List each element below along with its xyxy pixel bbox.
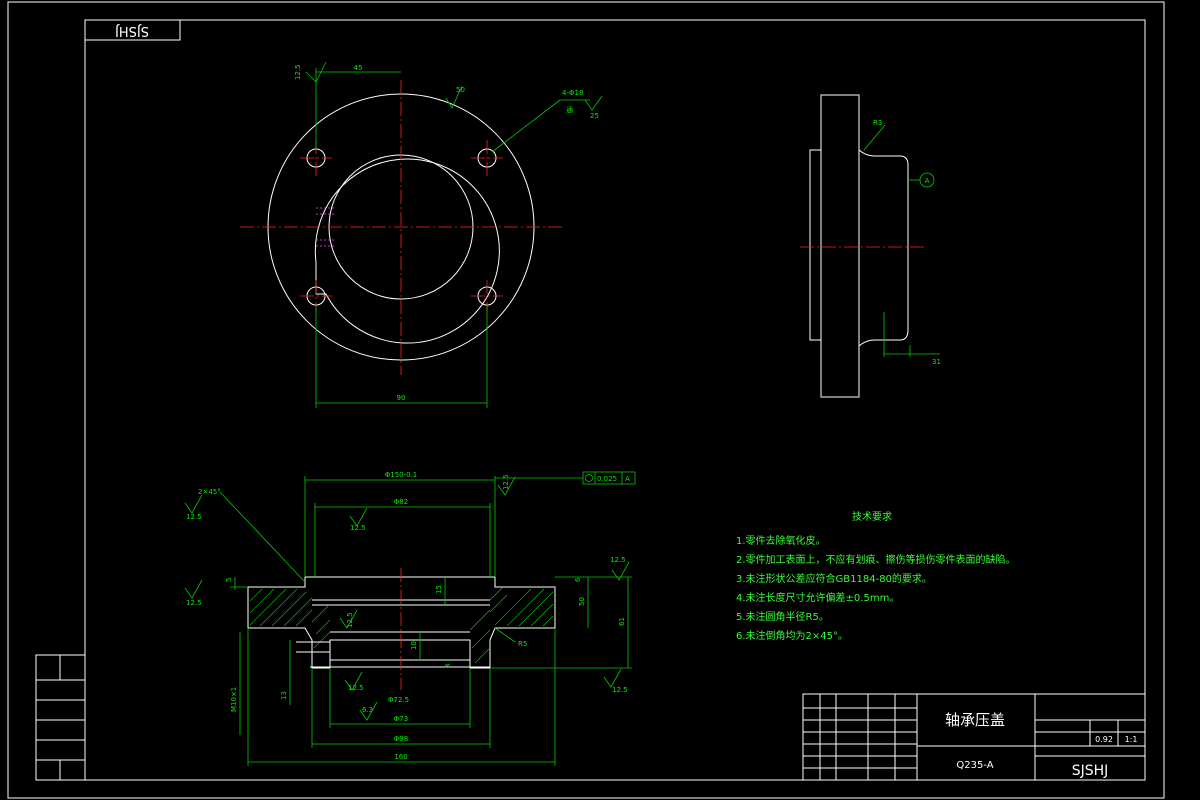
dim-inner-dia: Φ73 [394,715,408,723]
tolerance-value: 0.025 [597,475,617,483]
boss-outline [314,158,500,344]
side-spigot [809,149,822,341]
datum-label: A [925,177,930,185]
hole-callout-2: 通 [566,105,573,114]
roughness-3: 12.5 [502,474,510,490]
corner-tag: SJSHJ [115,23,149,38]
section-hatch-right [469,587,554,664]
note-6: 6.未注倒角均为2×45°。 [736,629,848,642]
side-view: R3 A 31 [800,94,941,398]
roughness-9: 12.5 [346,612,354,628]
corner-tag-box [84,19,181,41]
weight: 0.92 [1095,735,1113,744]
note-5: 5.未注圆角半径R5。 [736,610,829,623]
dim-6: 6 [574,577,582,582]
left-side-table [35,654,86,781]
radius-label: R3 [873,119,882,127]
dim-flange-dia: Φ98 [394,735,408,743]
dim-15: 15 [435,585,443,594]
roughness-8: 12.5 [612,686,628,694]
dim-50: 50 [578,597,586,606]
roughness-4: 12.5 [186,599,202,607]
section-outline [247,576,556,669]
hole-leader [491,99,561,153]
roughness-7: 12.5 [348,684,364,692]
dim-10: 10 [410,641,418,650]
scale: 1:1 [1125,735,1138,744]
roughness-5: 12.5 [610,556,626,564]
roughness-top: 50 [456,86,465,94]
roughness-6: 6.3 [362,706,373,714]
technical-notes: 技术要求 1.零件去除氧化皮。 2.零件加工表面上，不应有划痕、擦伤等损伤零件表… [736,510,1016,642]
section-view: Φ150-0.1 Φ82 Φ73 Φ98 160 Φ72.5 61 50 6 5… [184,471,636,766]
outer-frame [7,1,1165,799]
hole-callout-1: 4-Φ18 [562,89,583,97]
top-view: 45 90 12.5 50 4-Φ18 通 25 [240,61,603,408]
thread: M10×1 [230,687,238,712]
note-3: 3.未注形状公差应符合GB1184-80的要求。 [736,572,932,585]
dim-step: 31 [932,358,941,366]
side-boss [858,149,909,347]
roughness-left: 12.5 [294,64,302,80]
notes-title: 技术要求 [852,510,892,523]
roughness-2: 12.5 [350,524,366,532]
part-name: 轴承压盖 [945,711,1005,729]
note-4: 4.未注长度尺寸允许偏差±0.5mm。 [736,591,899,604]
tolerance-datum: A [625,475,630,483]
drawing-code: SJSHJ [1072,763,1109,779]
dim-bore-dia: Φ82 [394,498,408,506]
dim-13: 13 [280,691,288,700]
dim-r5: R5 [518,640,527,648]
chamfer: 2×45° [198,488,221,496]
material: Q235-A [956,760,993,771]
dim-5: 5 [225,578,233,582]
dim-3: 3 [444,664,452,668]
side-flange [820,94,860,398]
dim-height: 61 [618,617,626,626]
dim-width: 45 [354,64,363,72]
dim-top-dia: Φ150-0.1 [385,471,418,479]
roughness-1: 12.5 [186,513,202,521]
dim-small-dia: Φ72.5 [388,696,409,704]
roughness-hole: 25 [590,112,599,120]
section-hatch-left [249,588,331,649]
note-1: 1.零件去除氧化皮。 [736,534,826,547]
dim-total: 160 [394,753,407,761]
title-block: 轴承压盖 Q235-A SJSHJ 1:1 0.92 [802,693,1146,781]
inner-frame [84,19,1146,781]
dim-hole-span: 90 [397,394,406,402]
note-2: 2.零件加工表面上，不应有划痕、擦伤等损伤零件表面的缺陷。 [736,553,1016,566]
